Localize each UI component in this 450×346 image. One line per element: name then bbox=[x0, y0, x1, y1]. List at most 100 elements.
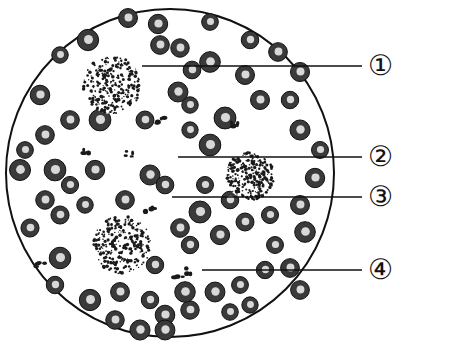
red-blood-cell bbox=[155, 320, 175, 340]
granule bbox=[94, 90, 95, 91]
granule bbox=[136, 228, 139, 231]
red-blood-cell-center bbox=[36, 90, 44, 98]
granule bbox=[108, 68, 112, 72]
granule bbox=[98, 82, 101, 85]
granule bbox=[105, 245, 107, 247]
granule bbox=[264, 159, 266, 161]
granule bbox=[247, 181, 250, 184]
red-blood-cell bbox=[46, 276, 63, 293]
granule bbox=[129, 236, 133, 240]
granule bbox=[269, 185, 270, 186]
granule bbox=[109, 111, 111, 113]
granule bbox=[103, 85, 104, 86]
granule bbox=[133, 74, 134, 75]
granule bbox=[116, 261, 118, 263]
red-blood-cell-center bbox=[122, 196, 130, 204]
granule bbox=[120, 63, 123, 66]
granule bbox=[124, 236, 127, 239]
granule bbox=[110, 261, 112, 263]
granule bbox=[123, 96, 124, 97]
granule bbox=[103, 101, 106, 104]
granule bbox=[118, 85, 121, 88]
red-blood-cell bbox=[171, 219, 190, 238]
granule bbox=[257, 160, 259, 162]
granule bbox=[119, 230, 120, 231]
granule bbox=[102, 231, 104, 233]
granule bbox=[104, 234, 106, 236]
granule bbox=[113, 98, 115, 100]
granule bbox=[127, 94, 128, 95]
red-blood-cell bbox=[171, 39, 189, 57]
granule bbox=[114, 232, 116, 234]
granule bbox=[255, 163, 258, 166]
granule bbox=[119, 225, 123, 229]
red-blood-cell bbox=[130, 320, 150, 340]
granule bbox=[122, 78, 125, 81]
granule bbox=[134, 81, 136, 83]
granule bbox=[102, 243, 104, 245]
granule bbox=[106, 71, 109, 74]
red-blood-cell-center bbox=[267, 211, 274, 218]
granule bbox=[137, 80, 140, 83]
granule bbox=[95, 91, 97, 93]
granule bbox=[119, 67, 122, 70]
red-blood-cell bbox=[182, 122, 198, 138]
granule bbox=[141, 230, 144, 233]
granule bbox=[111, 251, 113, 253]
granule bbox=[229, 163, 231, 165]
granule bbox=[245, 171, 247, 173]
granule bbox=[118, 241, 119, 242]
red-blood-cell-center bbox=[27, 224, 35, 232]
red-blood-cell bbox=[61, 176, 78, 193]
granule bbox=[241, 164, 243, 166]
granule bbox=[238, 184, 241, 187]
granule bbox=[131, 225, 133, 227]
granule bbox=[127, 78, 130, 81]
granule bbox=[251, 169, 253, 171]
granule bbox=[113, 263, 115, 265]
granule bbox=[262, 162, 265, 165]
granule bbox=[112, 244, 113, 245]
granule bbox=[86, 74, 89, 77]
red-blood-cell bbox=[44, 159, 66, 181]
granule bbox=[253, 170, 254, 171]
granule bbox=[102, 265, 106, 269]
granule bbox=[138, 267, 139, 268]
granule bbox=[259, 179, 261, 181]
granule bbox=[256, 169, 257, 170]
granule bbox=[250, 166, 252, 168]
granule bbox=[141, 263, 143, 265]
red-blood-cell-center bbox=[242, 218, 250, 226]
granule bbox=[248, 167, 251, 170]
granule bbox=[109, 107, 110, 108]
granule bbox=[232, 191, 233, 192]
platelet bbox=[175, 274, 181, 279]
granule bbox=[105, 64, 106, 65]
red-blood-cell bbox=[17, 142, 34, 159]
granule bbox=[138, 78, 140, 80]
granule bbox=[235, 185, 237, 187]
red-blood-cell-center bbox=[272, 241, 279, 248]
granule bbox=[237, 181, 240, 184]
granule bbox=[91, 75, 92, 76]
granule bbox=[129, 79, 131, 81]
granule bbox=[116, 94, 117, 95]
granule bbox=[130, 94, 133, 97]
red-blood-cell bbox=[281, 91, 298, 108]
red-blood-cell bbox=[36, 191, 55, 210]
granule bbox=[114, 237, 116, 239]
granule bbox=[101, 263, 103, 265]
granule bbox=[136, 94, 139, 97]
platelet bbox=[184, 266, 189, 270]
white-blood-cell bbox=[93, 216, 151, 274]
granule bbox=[232, 178, 233, 179]
granule bbox=[230, 181, 233, 184]
granule bbox=[131, 250, 133, 252]
platelet bbox=[151, 206, 154, 209]
red-blood-cell-center bbox=[237, 281, 244, 288]
granule bbox=[129, 221, 131, 223]
granule bbox=[92, 243, 95, 246]
granule bbox=[109, 68, 112, 71]
granule bbox=[103, 69, 106, 72]
